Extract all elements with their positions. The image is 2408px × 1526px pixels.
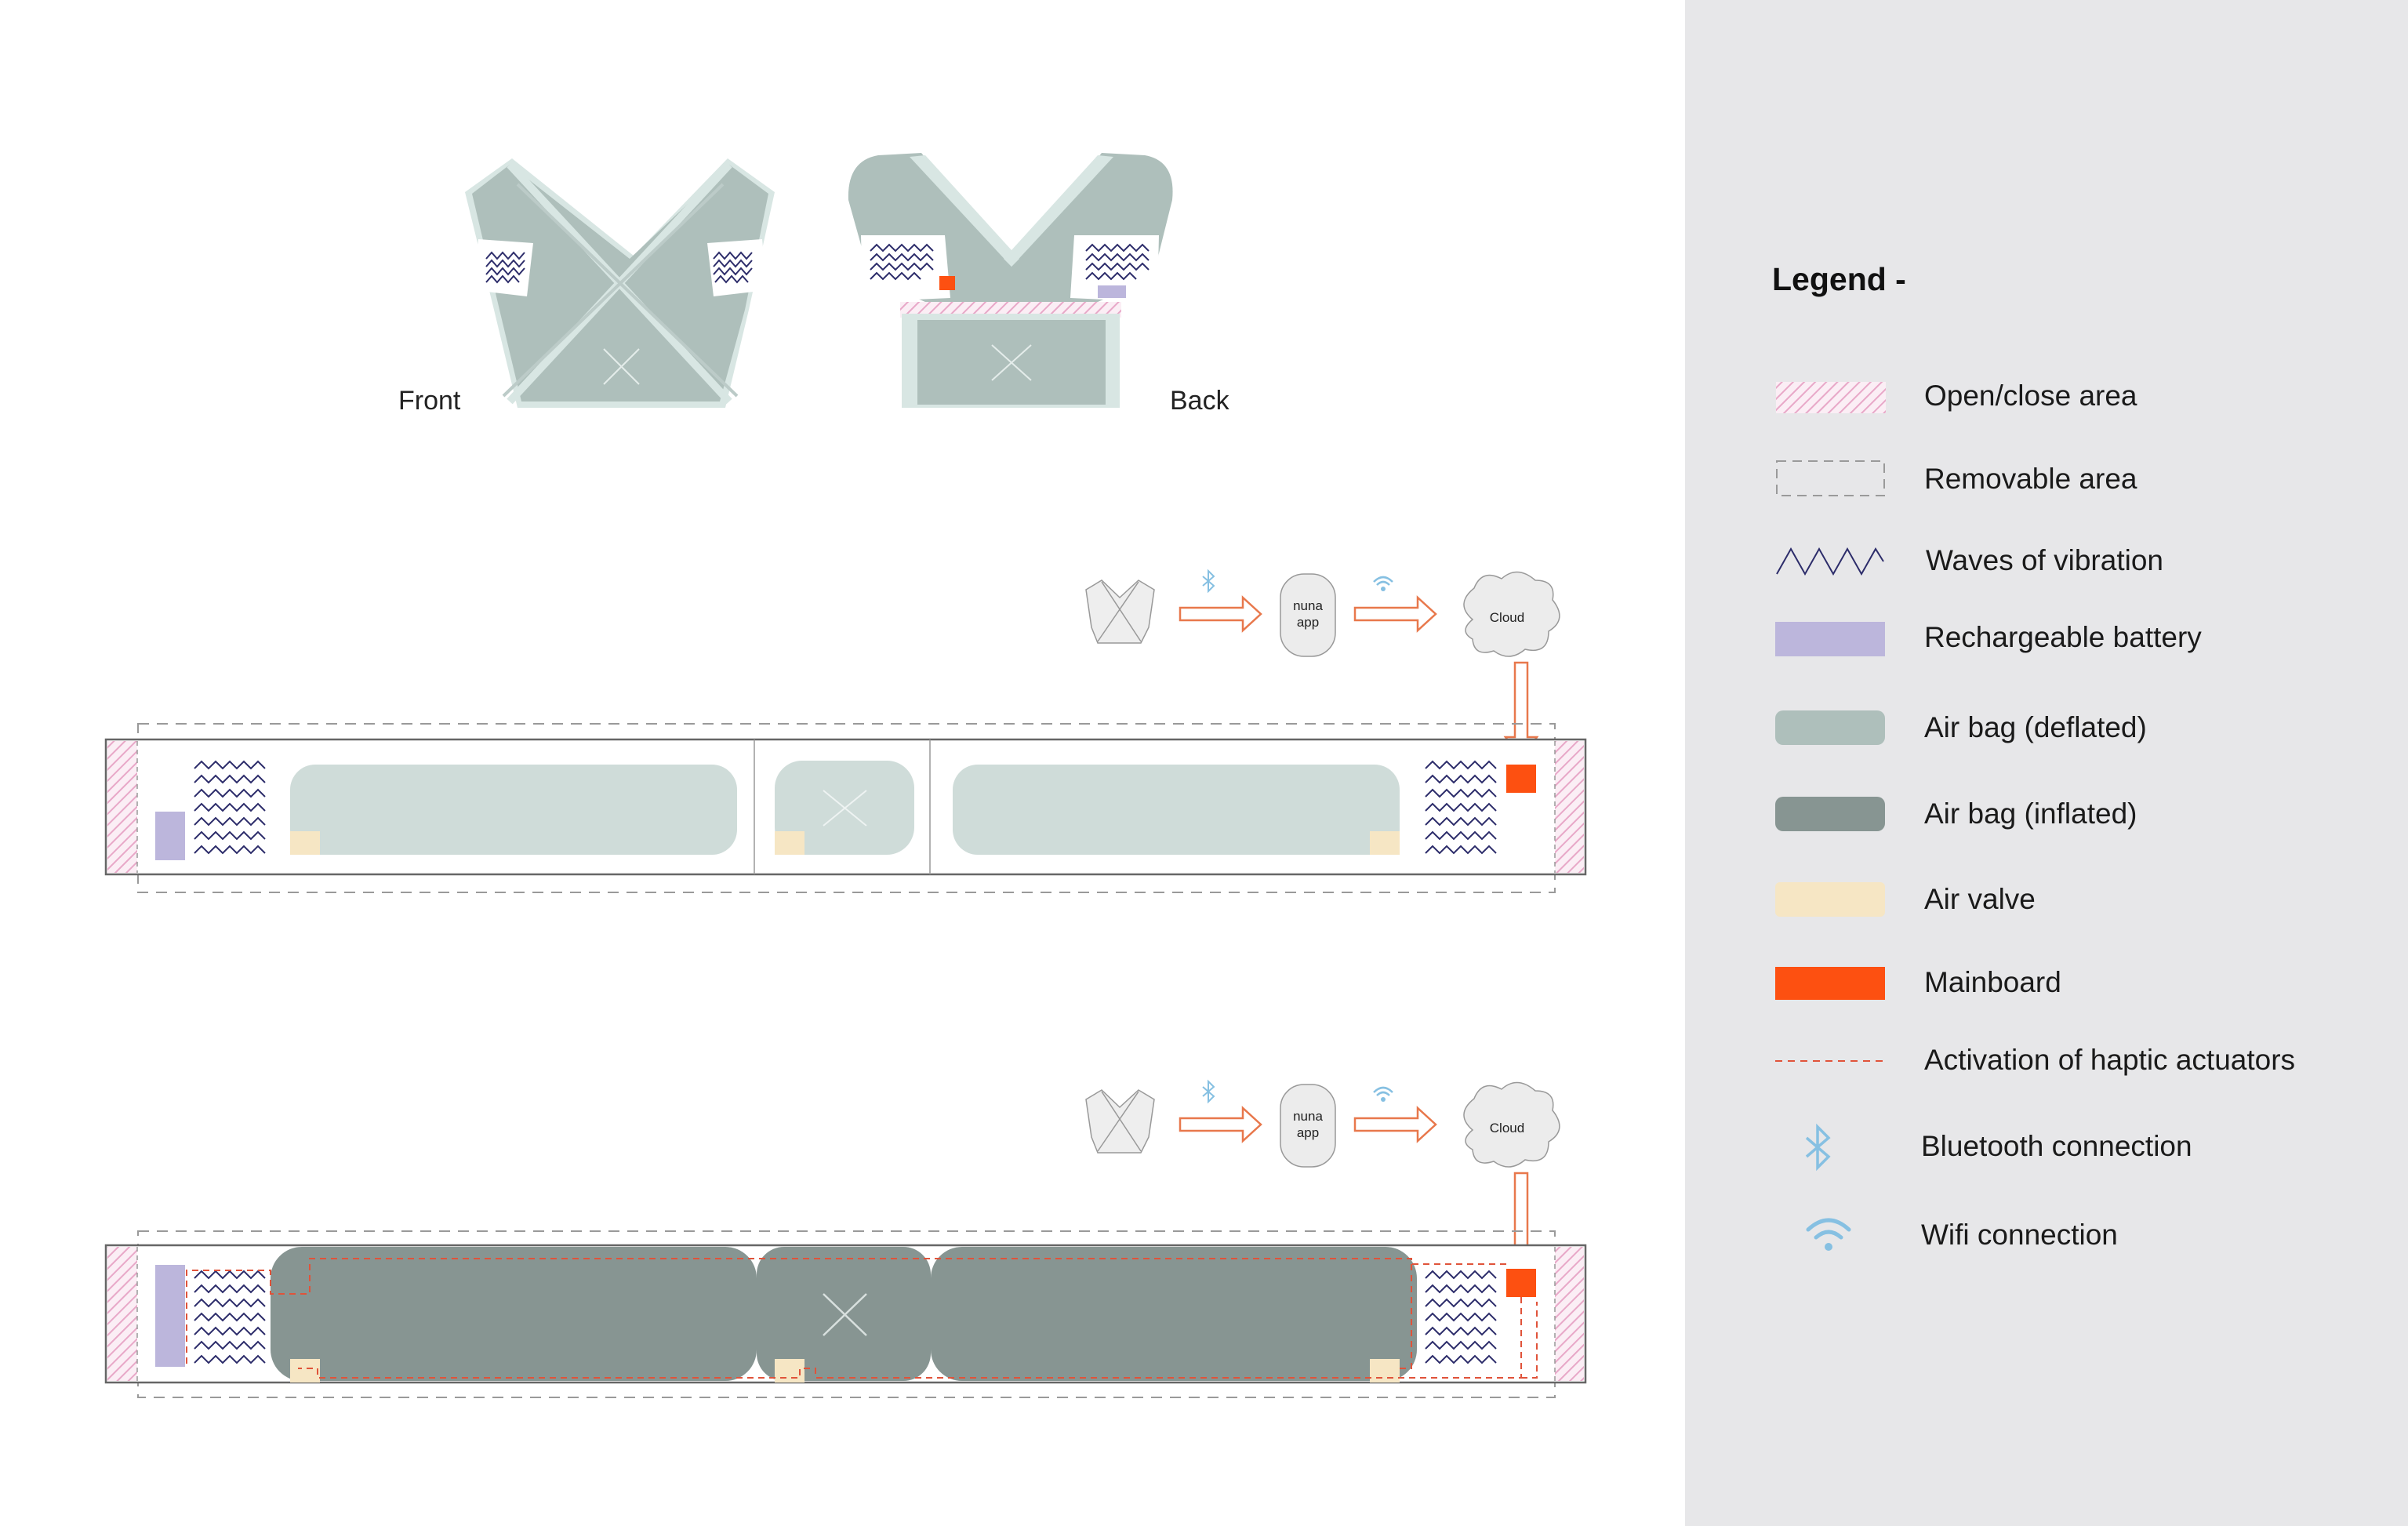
legend-item-waves-of-vibration: Waves of vibration	[1772, 533, 2399, 588]
battery-swatch	[1775, 622, 1885, 656]
cloud-node: Cloud	[1463, 571, 1560, 657]
legend-label: Air valve	[1924, 883, 2036, 915]
legend-label: Bluetooth connection	[1921, 1130, 2192, 1162]
haptic-activation-path	[186, 1258, 1538, 1379]
mainboard	[1506, 765, 1536, 793]
mainboard-swatch	[1775, 967, 1885, 1000]
svg-text:Cloud: Cloud	[1490, 610, 1524, 625]
legend-label: Activation of haptic actuators	[1924, 1044, 2296, 1076]
svg-text:nuna: nuna	[1293, 598, 1323, 613]
airbag-inflated-swatch	[1775, 797, 1885, 831]
arrow-to-cloud	[1353, 1106, 1437, 1143]
legend-item-bluetooth: Bluetooth connection	[1772, 1119, 2399, 1174]
wifi-icon	[1806, 1218, 1851, 1251]
legend-panel	[1685, 0, 2408, 1526]
vibration-waves-left	[194, 760, 266, 855]
legend-label: Wifi connection	[1921, 1219, 2118, 1251]
carrier-front-view	[465, 158, 775, 408]
bluetooth-icon	[1202, 1079, 1215, 1104]
legend-label: Air bag (deflated)	[1924, 711, 2147, 743]
vibration-waves-right	[1425, 760, 1497, 855]
svg-text:app: app	[1297, 1125, 1319, 1140]
air-valve-left	[290, 1359, 320, 1382]
legend-label: Removable area	[1924, 463, 2137, 495]
svg-text:Cloud: Cloud	[1490, 1121, 1524, 1135]
airbag-deflated-swatch	[1775, 710, 1885, 745]
legend-item-removable-area: Removable area	[1772, 452, 2399, 507]
air-valve-left	[290, 831, 320, 855]
removable-area-swatch	[1776, 460, 1885, 496]
cloud-node: Cloud	[1463, 1081, 1560, 1168]
flow-row-deflated: nuna app Cloud	[1085, 569, 1560, 761]
legend-label: Mainboard	[1924, 966, 2061, 998]
air-valve-swatch	[1775, 882, 1885, 917]
wifi-icon	[1373, 1086, 1393, 1102]
airbag-deflated-left	[290, 765, 737, 855]
open-close-area-left	[107, 741, 137, 873]
legend-label: Open/close area	[1924, 380, 2137, 412]
legend-item-air-bag-inflated: Air bag (inflated)	[1772, 787, 2399, 841]
wifi-icon	[1373, 576, 1393, 591]
activation-line-swatch	[1775, 1060, 1885, 1062]
legend-item-wifi: Wifi connection	[1772, 1208, 2399, 1263]
vibration-waves-left	[194, 1270, 266, 1364]
legend-label: Air bag (inflated)	[1924, 798, 2137, 830]
carrier-mini-icon	[1085, 1089, 1155, 1154]
open-close-area-right	[1555, 1247, 1584, 1381]
mainboard	[1506, 1269, 1536, 1297]
front-view-label: Front	[398, 386, 461, 416]
legend-item-activation-haptic: Activation of haptic actuators	[1772, 1033, 2399, 1088]
open-close-area-left	[107, 1247, 137, 1381]
carrier-back-view	[848, 153, 1173, 408]
nuna-app-node: nuna app	[1280, 573, 1336, 657]
airbag-inflated-right	[931, 1247, 1417, 1381]
airbag-inflated-left	[271, 1247, 757, 1381]
air-valve-right	[1370, 1359, 1400, 1382]
battery	[155, 1265, 185, 1367]
legend-item-mainboard: Mainboard	[1772, 955, 2399, 1010]
open-close-area-right	[1555, 741, 1584, 873]
arrow-to-cloud	[1353, 595, 1437, 633]
arrow-to-app	[1179, 1106, 1262, 1143]
legend-item-air-bag-deflated: Air bag (deflated)	[1772, 700, 2399, 755]
bluetooth-icon	[1202, 569, 1215, 594]
svg-text:app: app	[1297, 615, 1319, 630]
open-close-area-swatch	[1776, 382, 1886, 413]
air-valve-center	[775, 831, 804, 855]
battery	[155, 812, 185, 860]
legend-label: Rechargeable battery	[1924, 621, 2202, 653]
vibration-waves-right	[1425, 1270, 1497, 1364]
back-view-label: Back	[1170, 386, 1229, 416]
legend-item-open-close-area: Open/close area	[1772, 369, 2399, 423]
legend-title: Legend -	[1772, 261, 1906, 297]
nuna-app-node: nuna app	[1280, 1084, 1336, 1168]
arrow-to-app	[1179, 595, 1262, 633]
legend-label: Waves of vibration	[1926, 544, 2163, 576]
flow-row-inflated: nuna app Cloud	[1085, 1079, 1560, 1272]
air-valve-right	[1370, 831, 1400, 855]
vibration-wave-icon	[1776, 547, 1884, 576]
carrier-mini-icon	[1085, 580, 1155, 644]
legend-item-rechargeable-battery: Rechargeable battery	[1772, 610, 2399, 665]
legend-item-air-valve: Air valve	[1772, 872, 2399, 927]
airbag-deflated-right	[953, 765, 1400, 855]
svg-text:nuna: nuna	[1293, 1109, 1323, 1124]
bluetooth-icon	[1805, 1123, 1831, 1172]
belt-layout-deflated	[104, 723, 1587, 893]
belt-layout-inflated	[104, 1230, 1587, 1398]
